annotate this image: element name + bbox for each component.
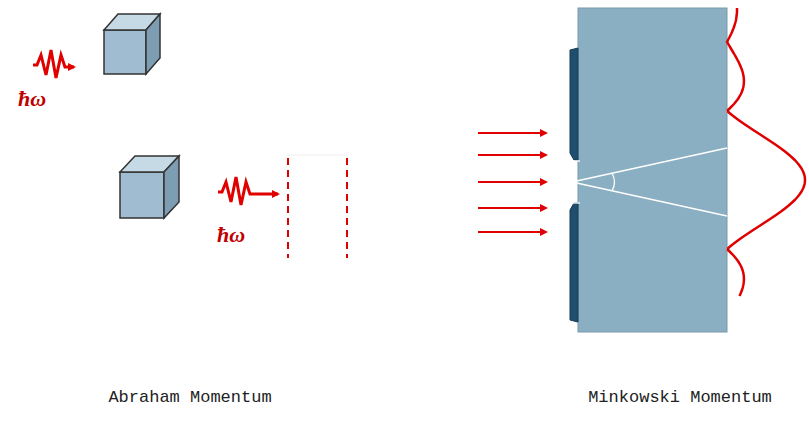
- slit-plate: [570, 48, 578, 160]
- diffraction-lines: [560, 148, 727, 216]
- cube: [120, 156, 179, 218]
- caption-label: Minkowski Momentum: [588, 388, 772, 407]
- diffraction-pattern: [727, 8, 805, 296]
- incident-rays: [478, 133, 546, 232]
- dashed-line: [346, 158, 348, 258]
- guide-line: [288, 155, 347, 156]
- dashed-line: [287, 158, 289, 258]
- slit-plate: [570, 203, 578, 322]
- glass-slab: [578, 8, 727, 332]
- photon-energy-label: ħω: [18, 86, 46, 112]
- photon-wave: [33, 50, 74, 78]
- cube: [104, 14, 160, 74]
- photon-energy-label: ħω: [217, 222, 245, 248]
- caption-label: Abraham Momentum: [108, 388, 271, 407]
- photon-wave: [218, 177, 278, 205]
